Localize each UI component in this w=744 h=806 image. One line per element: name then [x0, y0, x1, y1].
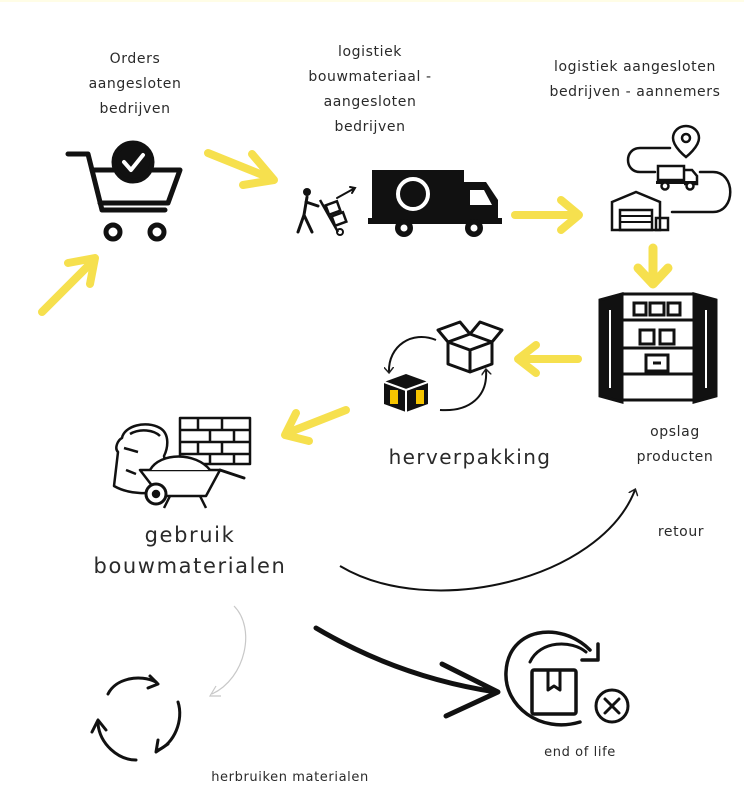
label-gebruik-line-1: gebruik	[144, 523, 236, 547]
label-end-of-life: end of life	[544, 745, 616, 760]
label-herverpakking: herverpakking	[388, 445, 552, 469]
label-logistiek-aannemers-line-2: bedrijven - aannemers	[549, 84, 721, 100]
building-materials-icon	[112, 416, 252, 509]
label-opslag: opslag producten	[620, 420, 730, 470]
repackaging-boxes-icon	[383, 320, 504, 412]
route-warehouse-icon	[610, 124, 732, 232]
label-opslag-line-1: opslag	[650, 424, 700, 440]
arrow-warehouse-to-repack	[514, 341, 582, 377]
label-logistiek-aannemers: logistiek aangesloten bedrijven - aannem…	[528, 55, 742, 105]
reuse-curve	[211, 605, 247, 695]
top-border	[0, 0, 744, 2]
label-orders: Orders aangesloten bedrijven	[60, 47, 210, 122]
delivery-truck-icon	[296, 170, 502, 237]
end-of-life-arrow	[313, 625, 499, 695]
label-logistiek-bouw: logistiek bouwmateriaal - aangesloten be…	[285, 40, 455, 140]
warehouse-shelves-icon	[598, 292, 718, 404]
label-logistiek-bouw-line-3: aangesloten	[323, 94, 417, 110]
label-opslag-line-2: producten	[636, 449, 714, 465]
label-logistiek-aannemers-line-1: logistiek aangesloten	[554, 59, 716, 75]
arrow-cart-to-truck	[204, 149, 278, 189]
label-orders-line-2: aangesloten	[88, 76, 182, 92]
label-logistiek-bouw-line-2: bouwmateriaal -	[308, 69, 432, 85]
recycle-circle-icon	[90, 674, 182, 762]
label-orders-line-3: bedrijven	[99, 101, 171, 117]
arrow-route-to-warehouse	[633, 243, 673, 289]
label-logistiek-bouw-line-1: logistiek	[337, 44, 403, 60]
box-disposal-icon	[504, 630, 630, 727]
end-of-life-arrow-head	[439, 661, 501, 719]
arrow-truck-to-route	[511, 196, 583, 234]
arrow-start-to-cart	[38, 254, 99, 316]
label-gebruik-line-2: bouwmaterialen	[93, 554, 287, 578]
shopping-cart-check-icon	[65, 140, 183, 242]
label-orders-line-1: Orders	[109, 51, 161, 67]
label-retour: retour	[657, 524, 705, 540]
arrow-repack-to-use	[281, 406, 350, 445]
retour-curve	[339, 490, 635, 592]
reuse-curve-head	[208, 685, 221, 697]
label-logistiek-bouw-line-4: bedrijven	[334, 119, 406, 135]
label-herbruiken: herbruiken materialen	[211, 770, 369, 785]
label-gebruik: gebruik bouwmaterialen	[70, 520, 310, 582]
